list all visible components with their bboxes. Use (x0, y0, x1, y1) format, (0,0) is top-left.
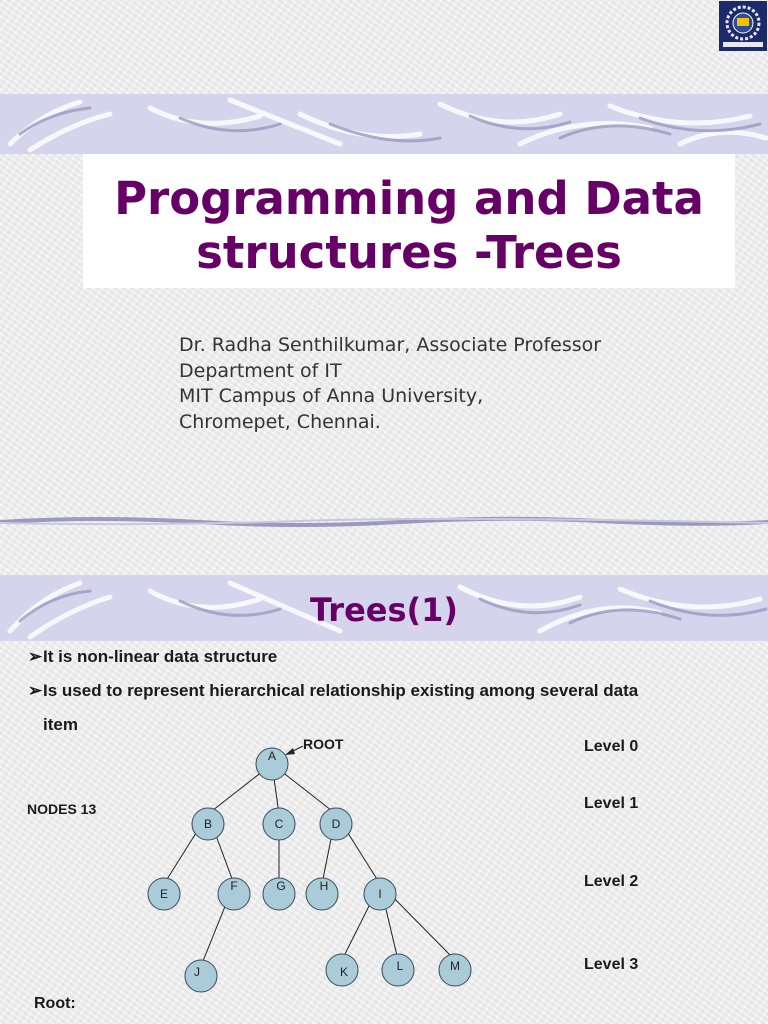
nodes-count-label: NODES 13 (27, 801, 96, 817)
svg-text:F: F (230, 879, 237, 893)
title-line-2: structures -Trees (196, 226, 622, 279)
svg-text:D: D (332, 817, 341, 831)
tree-node-f: F (217, 877, 251, 911)
level-0-label: Level 0 (584, 738, 638, 755)
trees-slide: Trees(1) ➢It is non-linear data structur… (0, 540, 768, 1024)
level-1-label: Level 1 (584, 795, 638, 812)
tree-node-g: G (262, 877, 296, 911)
root-label: ROOT (303, 736, 344, 752)
root-pointer-arrow (285, 745, 304, 755)
author-location: Chromepet, Chennai. (179, 410, 381, 433)
level-2-label: Level 2 (584, 873, 638, 890)
arrow-bullet-icon: ➢ (28, 647, 43, 666)
svg-text:L: L (397, 959, 404, 973)
title-line-1: Programming and Data (114, 172, 704, 225)
svg-text:A: A (268, 749, 276, 763)
tree-node-j: J (184, 959, 218, 993)
tree-node-b: B (191, 807, 225, 841)
svg-text:J: J (194, 965, 200, 979)
level-3-label: Level 3 (584, 956, 638, 973)
svg-text:B: B (204, 817, 212, 831)
decorative-wave-band (0, 94, 768, 154)
svg-text:K: K (340, 965, 348, 979)
svg-text:C: C (275, 817, 284, 831)
tree-node-c: C (262, 807, 296, 841)
tree-edges (163, 763, 456, 967)
bullet-text: Is used to represent hierarchical relati… (43, 681, 639, 700)
author-department: Department of IT (179, 359, 342, 382)
tree-node-d: D (319, 807, 353, 841)
tree-node-a: A (255, 747, 289, 781)
tree-node-i: I (363, 877, 397, 911)
svg-text:G: G (276, 879, 285, 893)
bullet-text-continued: item (43, 715, 78, 734)
tree-node-l: L (381, 953, 415, 987)
svg-text:M: M (450, 959, 460, 973)
author-block: Dr. Radha Senthilkumar, Associate Profes… (179, 333, 601, 435)
svg-text:H: H (320, 879, 329, 893)
svg-text:I: I (378, 887, 381, 901)
root-definition-label: Root: (34, 995, 76, 1012)
bullet-item: ➢Is used to represent hierarchical relat… (28, 674, 748, 742)
title-slide: Programming and Data structures -Trees D… (0, 1, 768, 527)
slide-title: Trees(1) (309, 591, 459, 629)
tree-node-e: E (147, 877, 181, 911)
author-institution: MIT Campus of Anna University, (179, 385, 484, 407)
svg-text:E: E (160, 887, 168, 901)
tree-node-h: H (305, 877, 339, 911)
title-background (83, 154, 735, 288)
arrow-bullet-icon: ➢ (28, 681, 43, 700)
author-name: Dr. Radha Senthilkumar, Associate Profes… (179, 334, 602, 356)
tree-diagram: A B C D E F G H I J K L M ROOT NODES 13 … (27, 736, 638, 1012)
bullet-text: It is non-linear data structure (43, 647, 278, 666)
university-logo-icon (719, 1, 767, 51)
page-title: Programming and Data structures -Trees (83, 172, 735, 280)
tree-node-m: M (438, 953, 472, 987)
slide-divider (0, 516, 768, 527)
bullet-item: ➢It is non-linear data structure (28, 640, 277, 674)
decorative-wave-band (0, 575, 768, 641)
tree-node-k: K (325, 953, 359, 987)
